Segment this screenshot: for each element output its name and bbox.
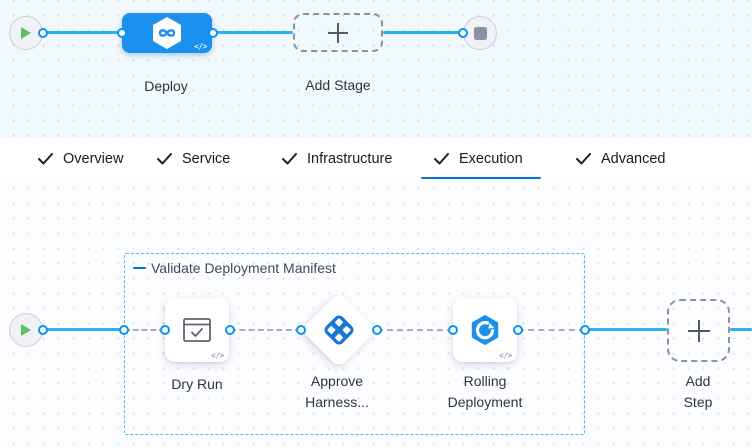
stop-icon bbox=[473, 26, 487, 40]
execution-start-node bbox=[9, 313, 43, 347]
tab-label: Infrastructure bbox=[307, 150, 393, 167]
step-connector-line bbox=[730, 328, 752, 331]
connector-port bbox=[38, 28, 48, 38]
stage-connector-line bbox=[43, 31, 122, 34]
step-connector-dashed bbox=[124, 329, 165, 331]
connector-port bbox=[296, 325, 306, 335]
step-connector-dashed bbox=[230, 329, 301, 331]
check-icon bbox=[576, 152, 591, 165]
code-icon: </> bbox=[499, 351, 512, 360]
execution-graph-canvas[interactable]: Validate Deployment Manifest </> bbox=[0, 179, 752, 448]
code-icon: </> bbox=[194, 42, 207, 51]
tab-label: Advanced bbox=[601, 150, 666, 167]
tab-service[interactable]: Service bbox=[157, 138, 230, 179]
check-icon bbox=[434, 152, 449, 165]
connector-port bbox=[225, 325, 235, 335]
step-connector-dashed bbox=[377, 329, 453, 331]
check-icon bbox=[157, 152, 172, 165]
step-node-rolling-deployment[interactable]: </> bbox=[453, 298, 517, 362]
step-group-container[interactable] bbox=[124, 253, 585, 435]
harness-approval-icon bbox=[324, 315, 354, 345]
add-stage-button[interactable] bbox=[293, 13, 383, 52]
add-step-label: Add Step bbox=[683, 373, 713, 410]
connector-port bbox=[160, 325, 170, 335]
step-group-name: Validate Deployment Manifest bbox=[151, 260, 336, 276]
step-node-dry-run[interactable]: </> bbox=[165, 298, 229, 362]
stage-connector-line bbox=[213, 31, 293, 34]
step-name-label: Approve Harness... bbox=[305, 373, 369, 410]
add-step-button[interactable] bbox=[667, 299, 730, 362]
rolling-deployment-icon bbox=[471, 314, 499, 346]
tab-label: Overview bbox=[63, 150, 124, 167]
pipeline-start-node bbox=[9, 16, 43, 50]
step-connector-dashed bbox=[518, 329, 585, 331]
stage-graph-canvas[interactable]: </> Deploy Add Stage bbox=[0, 0, 752, 138]
connector-port bbox=[458, 28, 468, 38]
step-connector-line bbox=[585, 328, 667, 331]
connector-port bbox=[119, 325, 129, 335]
plus-icon bbox=[328, 22, 348, 43]
plus-icon bbox=[687, 319, 710, 342]
check-icon bbox=[282, 152, 297, 165]
step-name-label: Dry Run bbox=[171, 376, 223, 392]
tab-label: Execution bbox=[459, 150, 523, 167]
step-node-approve[interactable] bbox=[300, 291, 378, 369]
step-connector-line bbox=[43, 328, 124, 331]
stage-name-label: Deploy bbox=[144, 78, 188, 94]
tab-label: Service bbox=[182, 150, 231, 167]
harness-deploy-stage-icon bbox=[153, 17, 181, 49]
step-name-label: Rolling Deployment bbox=[447, 373, 523, 410]
stage-node-deploy[interactable]: </> bbox=[122, 13, 212, 53]
collapse-group-icon[interactable] bbox=[133, 267, 146, 269]
tab-overview[interactable]: Overview bbox=[38, 138, 123, 179]
connector-port bbox=[580, 325, 590, 335]
play-icon bbox=[21, 27, 31, 39]
play-icon bbox=[21, 324, 31, 336]
dry-run-window-check-icon bbox=[183, 318, 211, 342]
tab-infrastructure[interactable]: Infrastructure bbox=[282, 138, 392, 179]
pipeline-end-node bbox=[463, 16, 497, 50]
active-tab-indicator bbox=[421, 177, 541, 180]
step-group-header: Validate Deployment Manifest bbox=[133, 260, 336, 276]
tab-advanced[interactable]: Advanced bbox=[576, 138, 666, 179]
connector-port bbox=[38, 325, 48, 335]
connector-port bbox=[513, 325, 523, 335]
connector-port bbox=[208, 28, 218, 38]
check-icon bbox=[38, 152, 53, 165]
connector-port bbox=[448, 325, 458, 335]
tab-execution[interactable]: Execution bbox=[434, 138, 523, 179]
connector-port bbox=[372, 325, 382, 335]
connector-port bbox=[117, 28, 127, 38]
stage-config-tab-bar: Overview Service Infrastructure Executio… bbox=[0, 138, 752, 180]
stage-connector-line bbox=[383, 31, 463, 34]
add-stage-label: Add Stage bbox=[305, 77, 371, 93]
code-icon: </> bbox=[211, 351, 224, 360]
